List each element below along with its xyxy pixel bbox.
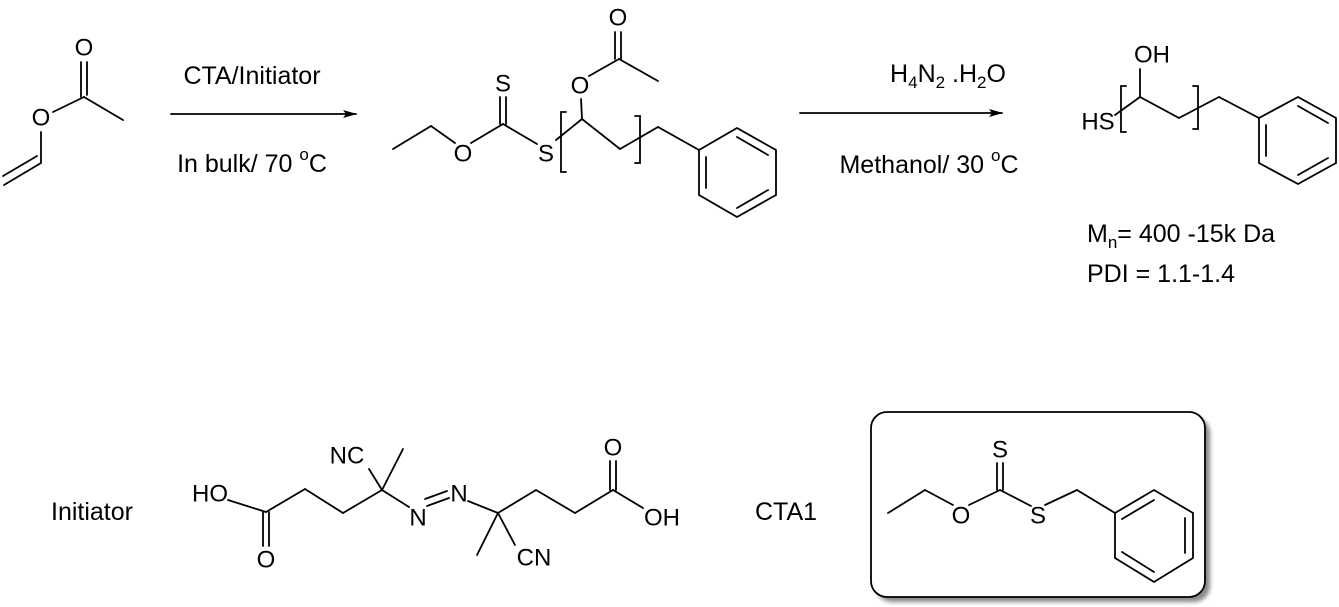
bond — [304, 488, 344, 514]
bond — [612, 489, 644, 509]
step1-condition: In bulk/ 70 oC — [177, 145, 327, 179]
pdi-range: PDI = 1.1-1.4 — [1087, 260, 1235, 288]
bond — [368, 468, 383, 491]
bond — [887, 489, 926, 514]
atom-label: HS — [1081, 109, 1114, 136]
bond — [430, 125, 456, 144]
bond — [1218, 96, 1260, 119]
bond — [574, 489, 614, 514]
step2-condition: Methanol/ 30 oC — [839, 146, 1018, 180]
bond — [381, 489, 410, 508]
step1-reagent: CTA/Initiator — [183, 62, 320, 90]
bond — [968, 489, 1001, 506]
bond — [424, 490, 448, 500]
atom-label: S — [538, 141, 554, 168]
xanthate-polymer-structure: S O S O O — [392, 5, 777, 219]
bond — [1139, 96, 1180, 119]
reaction-step-1: CTA/Initiator In bulk/ 70 oC — [170, 62, 357, 179]
atom-label: O — [454, 141, 473, 168]
cta1-label: CTA1 — [755, 498, 817, 526]
atom-label: O — [257, 547, 276, 574]
bond — [588, 58, 620, 77]
bond — [657, 126, 700, 151]
atom-label: N — [409, 505, 426, 532]
cta1-structure: CTA1 S O S — [755, 411, 1210, 602]
bond — [619, 126, 659, 150]
atom-label: S — [495, 71, 511, 98]
bond — [392, 125, 432, 150]
bond — [1076, 489, 1116, 514]
bond — [1178, 96, 1220, 119]
initiator-label: Initiator — [51, 498, 133, 526]
thiol-pva-structure: OH HS Mn= 400 -15k Da PDI = 1.1-1.4 — [1081, 42, 1337, 288]
atom-label: O — [571, 73, 590, 100]
bond — [426, 497, 450, 507]
bond — [497, 512, 516, 546]
bond — [3, 162, 42, 186]
bond — [497, 489, 537, 514]
atom-label: OH — [1134, 42, 1170, 69]
bracket-open — [1120, 85, 1127, 133]
reaction-step-2: H4N2 .H2O Methanol/ 30 oC — [799, 60, 1019, 180]
bond — [2, 155, 38, 177]
bond — [52, 96, 85, 113]
initiator-structure: Initiator HO O NC N N CN O OH — [51, 435, 680, 574]
bond — [924, 489, 954, 506]
bond — [580, 98, 583, 120]
bond — [467, 500, 499, 514]
step2-reagent: H4N2 .H2O — [890, 60, 1006, 92]
atom-label: OH — [644, 505, 680, 532]
bond — [476, 512, 499, 556]
atom-label: S — [992, 437, 1008, 464]
cta1-box — [870, 411, 1206, 598]
bond — [581, 118, 621, 150]
bond — [381, 448, 404, 491]
atom-label: N — [450, 481, 467, 508]
atom-label: HO — [192, 481, 228, 508]
bracket-open — [560, 111, 567, 173]
benzene-ring — [1258, 95, 1337, 186]
bond — [227, 499, 267, 513]
molecular-weight-range: Mn= 400 -15k Da — [1087, 220, 1275, 252]
atom-label: O — [604, 435, 623, 462]
atom-label: S — [1030, 503, 1046, 530]
benzene-ring — [1114, 488, 1194, 584]
bond — [999, 489, 1032, 507]
atom-label: O — [32, 105, 51, 132]
benzene-ring — [698, 126, 777, 219]
atom-label: NC — [330, 443, 365, 470]
bond — [470, 123, 504, 144]
bond — [555, 118, 583, 141]
atom-label: O — [609, 5, 628, 32]
bond — [502, 123, 538, 145]
atom-label: O — [75, 35, 94, 62]
bond — [1114, 96, 1141, 116]
bond — [83, 96, 124, 121]
atom-label: CN — [517, 545, 552, 572]
bond — [535, 489, 576, 514]
bond — [342, 489, 383, 514]
bond — [618, 58, 659, 82]
bond — [1044, 489, 1078, 506]
atom-label: O — [952, 503, 971, 530]
bracket-close — [1192, 85, 1199, 130]
bracket-close — [634, 115, 641, 164]
bond — [265, 488, 306, 513]
vinyl-acetate-structure: O O — [2, 35, 124, 186]
